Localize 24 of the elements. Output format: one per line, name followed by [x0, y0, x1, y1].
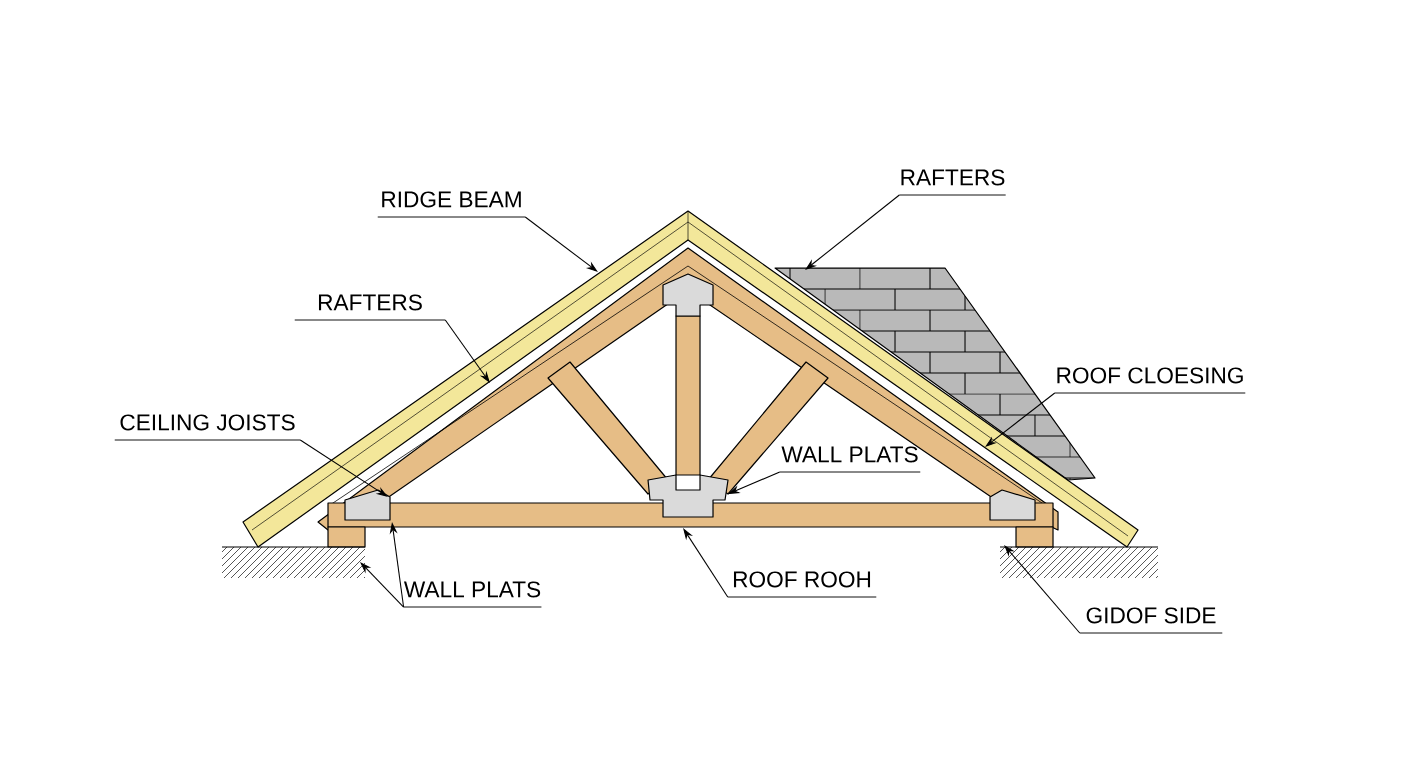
underlined-label: RIDGE BEAM [377, 191, 526, 218]
wall-post [1015, 526, 1054, 548]
underlined-label: RAFTERS [294, 294, 446, 321]
underlined-label: ROOF CLOESING [1054, 367, 1246, 394]
leader-line [683, 528, 729, 598]
leader-line [985, 392, 1056, 447]
underlined-label: ROOF ROOH [727, 571, 877, 598]
ground-hatching [221, 546, 366, 578]
gusset-plate [662, 273, 714, 317]
leader-line [444, 319, 490, 383]
ground-hatching [999, 546, 1159, 578]
underlined-label: CEILING JOISTS [114, 414, 301, 441]
underlined-label: RAFTERS [898, 169, 1007, 196]
king-post [675, 315, 701, 476]
underlined-label: GIDOF SIDE [1079, 607, 1223, 634]
leader-line [299, 439, 388, 497]
leader-line [805, 194, 900, 270]
leader-line [360, 562, 405, 608]
underlined-label: WALL PLATS [779, 446, 921, 473]
leader-line [524, 216, 598, 272]
gusset-plate [647, 474, 729, 518]
leader-line [1004, 545, 1081, 634]
wall-post [327, 526, 366, 548]
underlined-label: WALL PLATS [403, 581, 542, 608]
